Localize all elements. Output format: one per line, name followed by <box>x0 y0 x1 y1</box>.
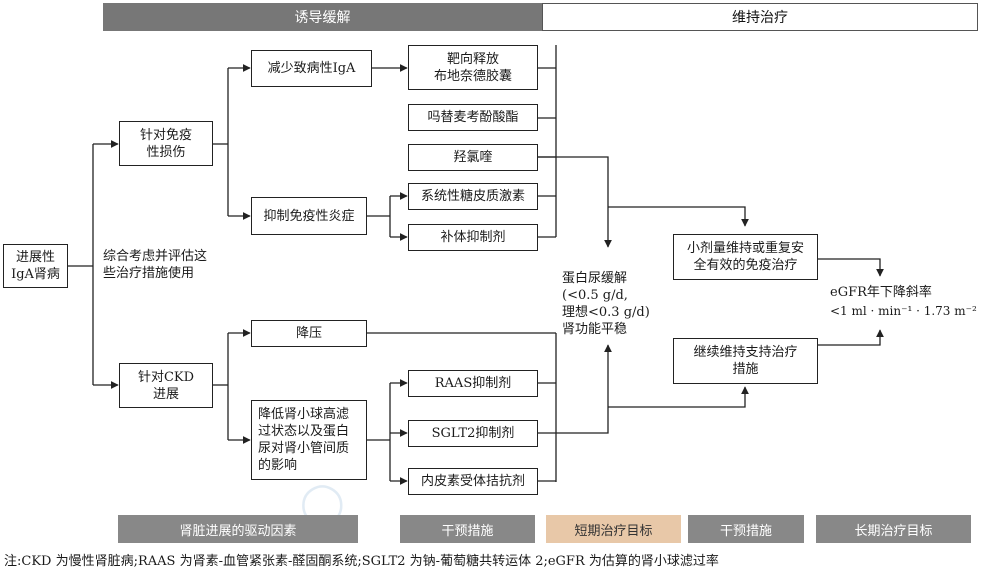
footer-short-term: 短期治疗目标 <box>546 515 681 543</box>
progressive-iga-box: 进展性 IgA肾病 <box>3 244 68 288</box>
low-dose-box: 小剂量维持或重复安 全有效的免疫治疗 <box>673 234 818 280</box>
budesonide-box: 靶向释放 布地奈德胶囊 <box>408 45 538 90</box>
remission-text: 蛋白尿缓解 (<0.5 g/d, 理想<0.3 g/d) 肾功能平稳 <box>562 271 650 337</box>
header-maintenance: 维持治疗 <box>542 3 978 31</box>
egfr-title: eGFR年下降斜率 <box>830 285 932 300</box>
footer-long-term: 长期治疗目标 <box>816 515 971 543</box>
suppress-inflammation-box: 抑制免疫性炎症 <box>251 197 367 235</box>
mmf-box: 吗替麦考酚酸酯 <box>408 104 538 131</box>
reduce-iga-box: 减少致病性IgA <box>251 50 372 87</box>
footnote: 注:CKD 为慢性肾脏病;RAAS 为肾素-血管紧张素-醛固酮系统;SGLT2 … <box>4 554 719 569</box>
bp-box: 降压 <box>251 320 367 347</box>
consider-text: 综合考虑并评估这 些治疗措施使用 <box>103 249 208 281</box>
glucocorticoid-box: 系统性糖皮质激素 <box>408 183 538 210</box>
hcq-box: 羟氯喹 <box>408 144 538 171</box>
footer-intervention-1: 干预措施 <box>400 515 535 543</box>
target-immune-box: 针对免疫 性损伤 <box>119 121 213 166</box>
sglt2-box: SGLT2抑制剂 <box>408 420 538 447</box>
target-ckd-box: 针对CKD 进展 <box>119 363 213 408</box>
complement-box: 补体抑制剂 <box>408 224 538 251</box>
supportive-box: 继续维持支持治疗 措施 <box>673 338 818 384</box>
footer-drivers: 肾脏进展的驱动因素 <box>118 515 358 543</box>
endothelin-box: 内皮素受体拮抗剂 <box>408 468 538 495</box>
header-induction: 诱导缓解 <box>103 3 542 31</box>
egfr-value: <1 ml · min⁻¹ · 1.73 m⁻² <box>830 304 977 318</box>
raas-box: RAAS抑制剂 <box>408 370 538 397</box>
reduce-hyperfiltration-box: 降低肾小球高滤 过状态以及蛋白 尿对肾小管间质 的影响 <box>251 400 367 480</box>
footer-intervention-2: 干预措施 <box>688 515 804 543</box>
